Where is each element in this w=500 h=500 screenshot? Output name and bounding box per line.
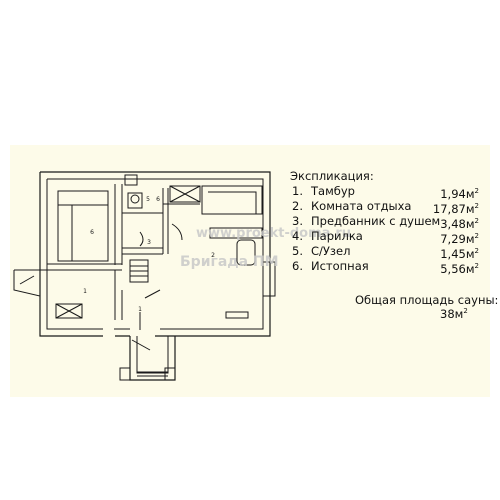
stove-room-block <box>57 190 109 262</box>
partition <box>162 188 169 254</box>
room-number: 5 <box>146 196 150 203</box>
room-number: 6 <box>156 196 160 203</box>
door-swing <box>171 223 183 241</box>
legend-item-area: 1,45м2 <box>440 247 479 261</box>
porch <box>129 336 176 381</box>
drawing-sheet <box>10 145 490 397</box>
legend-item-number: 6. <box>292 259 303 273</box>
total-area-label: Общая площадь сауны: <box>355 293 499 307</box>
door-leaf <box>144 289 161 299</box>
sauna-bench <box>169 185 201 203</box>
room-number: 6 <box>90 229 94 236</box>
legend-item-number: 1. <box>292 184 303 198</box>
legend-item: 4. Парилка 7,29м2 <box>290 229 490 246</box>
legend-item-name: Предбанник с душем <box>311 214 441 228</box>
partition <box>114 270 123 320</box>
window-bottom <box>225 311 249 319</box>
room-number: 1 <box>138 306 142 313</box>
legend-item: 3. Предбанник с душем 3,48м2 <box>290 214 490 231</box>
legend-item-area: 1,94м2 <box>440 187 479 201</box>
legend-item-name: С/Узел <box>311 244 351 258</box>
door-leaf <box>19 275 35 285</box>
legend-item-number: 3. <box>292 214 303 228</box>
partition <box>114 184 123 265</box>
sofa <box>201 185 263 215</box>
legend-title: Экспликация: <box>290 169 374 183</box>
vestibule-wall <box>13 269 47 336</box>
legend-item-name: Тамбур <box>311 184 355 198</box>
legend-item-name: Истопная <box>311 259 369 273</box>
partition <box>122 247 163 255</box>
room-number: 1 <box>83 288 87 295</box>
window <box>263 261 276 297</box>
total-area-value: 38м2 <box>440 307 468 321</box>
legend-item: 1. Тамбур 1,94м2 <box>290 184 490 201</box>
vestibule-bench <box>55 303 83 319</box>
armchair <box>236 239 256 266</box>
legend-item: 5. С/Узел 1,45м2 <box>290 244 490 261</box>
legend-item-area: 17,87м2 <box>432 202 479 216</box>
partition <box>47 263 122 271</box>
legend-item: 6. Истопная 5,56м2 <box>290 259 490 276</box>
legend-item: 2. Комната отдыха 17,87м2 <box>290 199 490 216</box>
legend-item-number: 4. <box>292 229 303 243</box>
legend-item-area: 5,56м2 <box>440 262 479 276</box>
legend-item-name: Парилка <box>311 229 363 243</box>
room-number: 3 <box>147 239 151 246</box>
legend-item-area: 7,29м2 <box>440 232 479 246</box>
inner-wall-line <box>46 178 264 330</box>
explication-legend: Экспликация: 1. Тамбур 1,94м2 2. Комната… <box>290 169 490 276</box>
room-number: 2 <box>211 252 215 259</box>
legend-item-number: 2. <box>292 199 303 213</box>
legend-item-number: 5. <box>292 244 303 258</box>
toilet <box>127 192 143 209</box>
door-swing <box>139 231 144 247</box>
legend-item-area: 3,48м2 <box>440 217 479 231</box>
legend-item-name: Комната отдыха <box>311 199 412 213</box>
